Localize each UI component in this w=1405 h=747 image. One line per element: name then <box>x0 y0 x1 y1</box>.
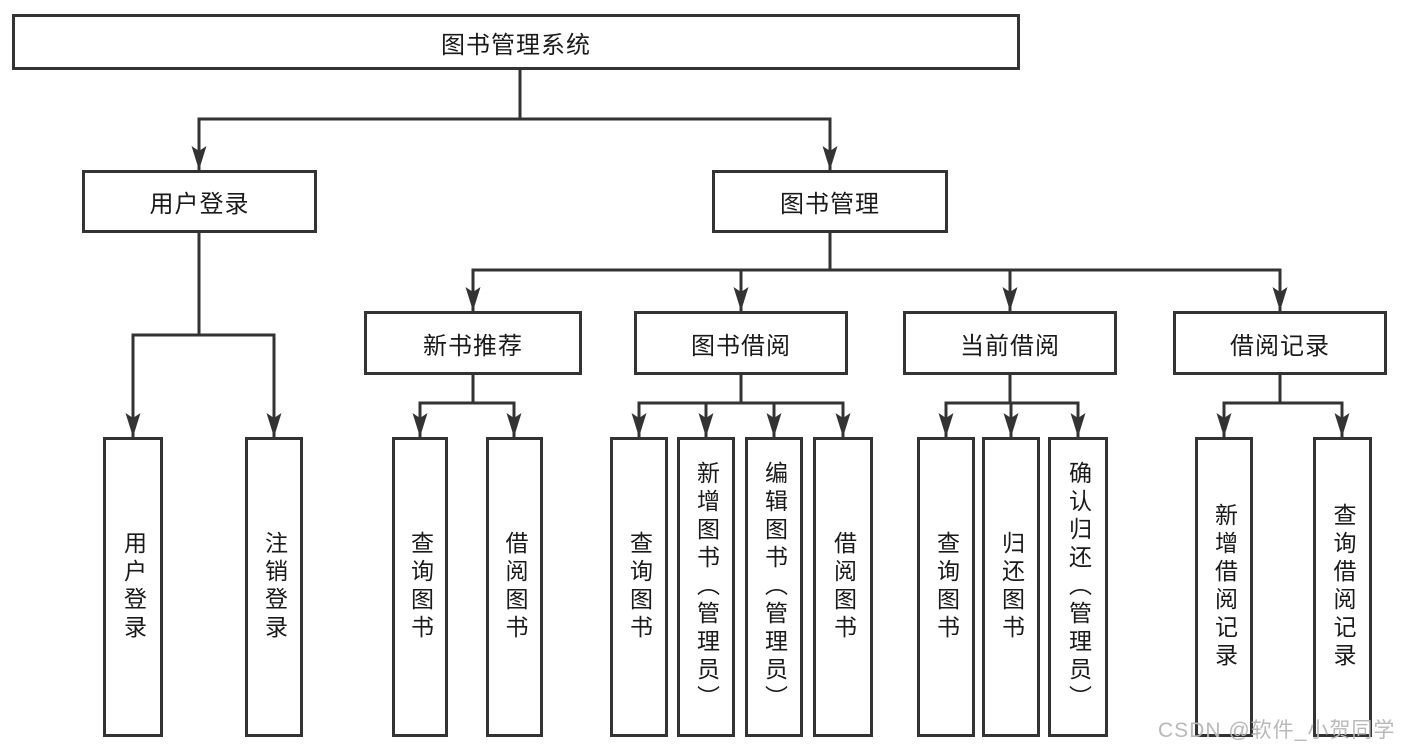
leaf-return-book-label: 归还图书 <box>998 531 1025 643</box>
leaf-query-books-1-label: 查询图书 <box>407 531 434 643</box>
node-user-login-label: 用户登录 <box>149 191 250 218</box>
leaf-edit-book-admin: 编辑图书（管理员） <box>745 437 803 737</box>
edges-borrow-records <box>1216 375 1350 437</box>
edges-user-login <box>125 233 282 437</box>
node-new-book-recommend-label: 新书推荐 <box>423 332 523 360</box>
node-user-login: 用户登录 <box>82 170 317 233</box>
leaf-borrow-books-1-label: 借阅图书 <box>502 531 528 643</box>
leaf-add-borrow-record-label: 新增借阅记录 <box>1211 503 1238 671</box>
leaf-confirm-return-admin-label: 确认归还（管理员） <box>1065 461 1092 713</box>
node-root-system: 图书管理系统 <box>12 14 1020 70</box>
node-current-borrow: 当前借阅 <box>903 311 1117 375</box>
leaf-return-book: 归还图书 <box>982 437 1040 737</box>
leaf-add-book-admin: 新增图书（管理员） <box>677 437 735 737</box>
edges-book-mgmt <box>465 233 1288 311</box>
leaf-borrow-books-2: 借阅图书 <box>813 437 873 737</box>
edges-book-borrow <box>631 375 851 437</box>
leaf-user-login: 用户登录 <box>103 437 163 737</box>
leaf-add-borrow-record: 新增借阅记录 <box>1195 437 1253 737</box>
node-new-book-recommend: 新书推荐 <box>364 311 582 375</box>
leaf-add-book-admin-label: 新增图书（管理员） <box>693 461 720 713</box>
leaf-query-books-3: 查询图书 <box>917 437 975 737</box>
edges-new-book-rec <box>412 375 522 437</box>
leaf-query-books-2-label: 查询图书 <box>626 531 653 643</box>
node-book-management-label: 图书管理 <box>780 191 880 218</box>
watermark: CSDN @软件_小贺同学 <box>1158 719 1396 742</box>
leaf-borrow-books-1: 借阅图书 <box>486 437 543 737</box>
leaf-query-borrow-record-label: 查询借阅记录 <box>1330 503 1356 671</box>
leaf-logout-label: 注销登录 <box>261 531 288 643</box>
leaf-query-borrow-record: 查询借阅记录 <box>1313 437 1372 737</box>
node-book-borrow: 图书借阅 <box>634 311 848 375</box>
node-borrow-records-label: 借阅记录 <box>1230 332 1330 360</box>
edges-current-borrow <box>938 375 1086 437</box>
node-current-borrow-label: 当前借阅 <box>960 332 1060 360</box>
leaf-borrow-books-2-label: 借阅图书 <box>830 531 857 643</box>
node-book-management: 图书管理 <box>712 170 948 233</box>
node-root-system-label: 图书管理系统 <box>441 31 591 59</box>
leaf-logout: 注销登录 <box>245 437 303 737</box>
edges-root-to-level2 <box>191 68 838 170</box>
node-book-borrow-label: 图书借阅 <box>691 332 791 360</box>
leaf-query-books-1: 查询图书 <box>392 437 448 737</box>
leaf-user-login-label: 用户登录 <box>120 531 147 643</box>
leaf-query-books-3-label: 查询图书 <box>933 531 960 643</box>
leaf-confirm-return-admin: 确认归还（管理员） <box>1048 437 1108 737</box>
leaf-edit-book-admin-label: 编辑图书（管理员） <box>761 461 788 713</box>
node-borrow-records: 借阅记录 <box>1173 311 1387 375</box>
leaf-query-books-2: 查询图书 <box>610 437 668 737</box>
